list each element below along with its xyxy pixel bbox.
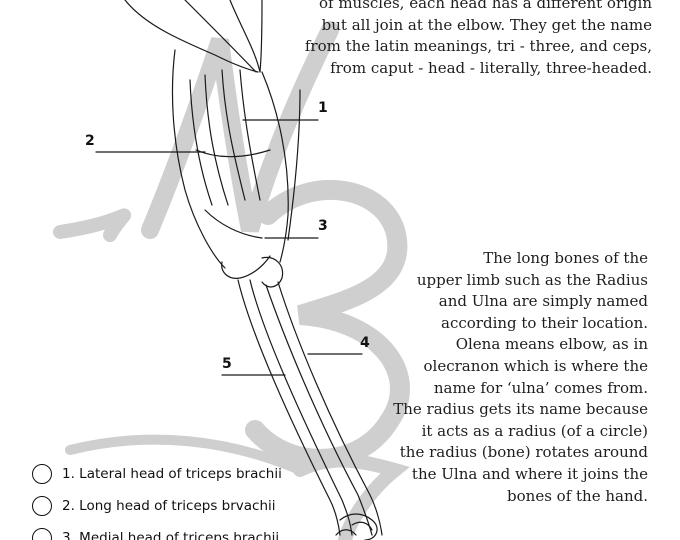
legend-label: 3. Medial head of triceps brachii xyxy=(62,530,280,540)
paragraph-line: and Ulna are simply named xyxy=(438,292,648,311)
paragraph-line: bones of the hand. xyxy=(507,486,648,505)
diagram-label-5: 5 xyxy=(222,356,232,372)
answer-legend: 1. Lateral head of triceps brachii 2. Lo… xyxy=(32,458,282,540)
answer-radio[interactable] xyxy=(32,496,52,516)
paragraph-line: olecranon which is where the xyxy=(423,356,649,375)
bones-paragraph: The long bones of the upper limb such as… xyxy=(393,248,648,507)
diagram-label-4: 4 xyxy=(360,335,370,351)
diagram-label-3: 3 xyxy=(318,218,328,234)
paragraph-line: from the latin meanings, tri - three, an… xyxy=(304,37,652,56)
answer-radio[interactable] xyxy=(32,528,52,540)
paragraph-line: The long bones of the xyxy=(483,249,648,267)
legend-label: 1. Lateral head of triceps brachii xyxy=(62,466,282,482)
legend-item[interactable]: 2. Long head of triceps brvachii xyxy=(32,490,282,522)
paragraph-line: from caput - head - literally, three-hea… xyxy=(330,58,652,77)
diagram-label-2: 2 xyxy=(85,133,95,149)
paragraph-line: of muscles, each head has a different or… xyxy=(318,0,652,12)
legend-item[interactable]: 3. Medial head of triceps brachii xyxy=(32,522,282,540)
paragraph-line: it acts as a radius (of a circle) xyxy=(421,421,648,440)
answer-radio[interactable] xyxy=(32,464,52,484)
paragraph-line: but all join at the elbow. They get the … xyxy=(321,15,652,34)
triceps-paragraph: of muscles, each head has a different or… xyxy=(305,0,652,79)
legend-item[interactable]: 1. Lateral head of triceps brachii xyxy=(32,458,282,490)
paragraph-line: upper limb such as the Radius xyxy=(416,270,648,289)
paragraph-line: The radius gets its name because xyxy=(393,400,648,419)
paragraph-line: according to their location. xyxy=(441,313,648,332)
diagram-label-1: 1 xyxy=(318,100,328,116)
paragraph-line: the Ulna and where it joins the xyxy=(411,464,648,483)
legend-label: 2. Long head of triceps brvachii xyxy=(62,498,276,514)
paragraph-line: name for ‘ulna’ comes from. xyxy=(433,378,648,397)
paragraph-line: Olena means elbow, as in xyxy=(455,335,648,354)
paragraph-line: the radius (bone) rotates around xyxy=(399,443,648,462)
